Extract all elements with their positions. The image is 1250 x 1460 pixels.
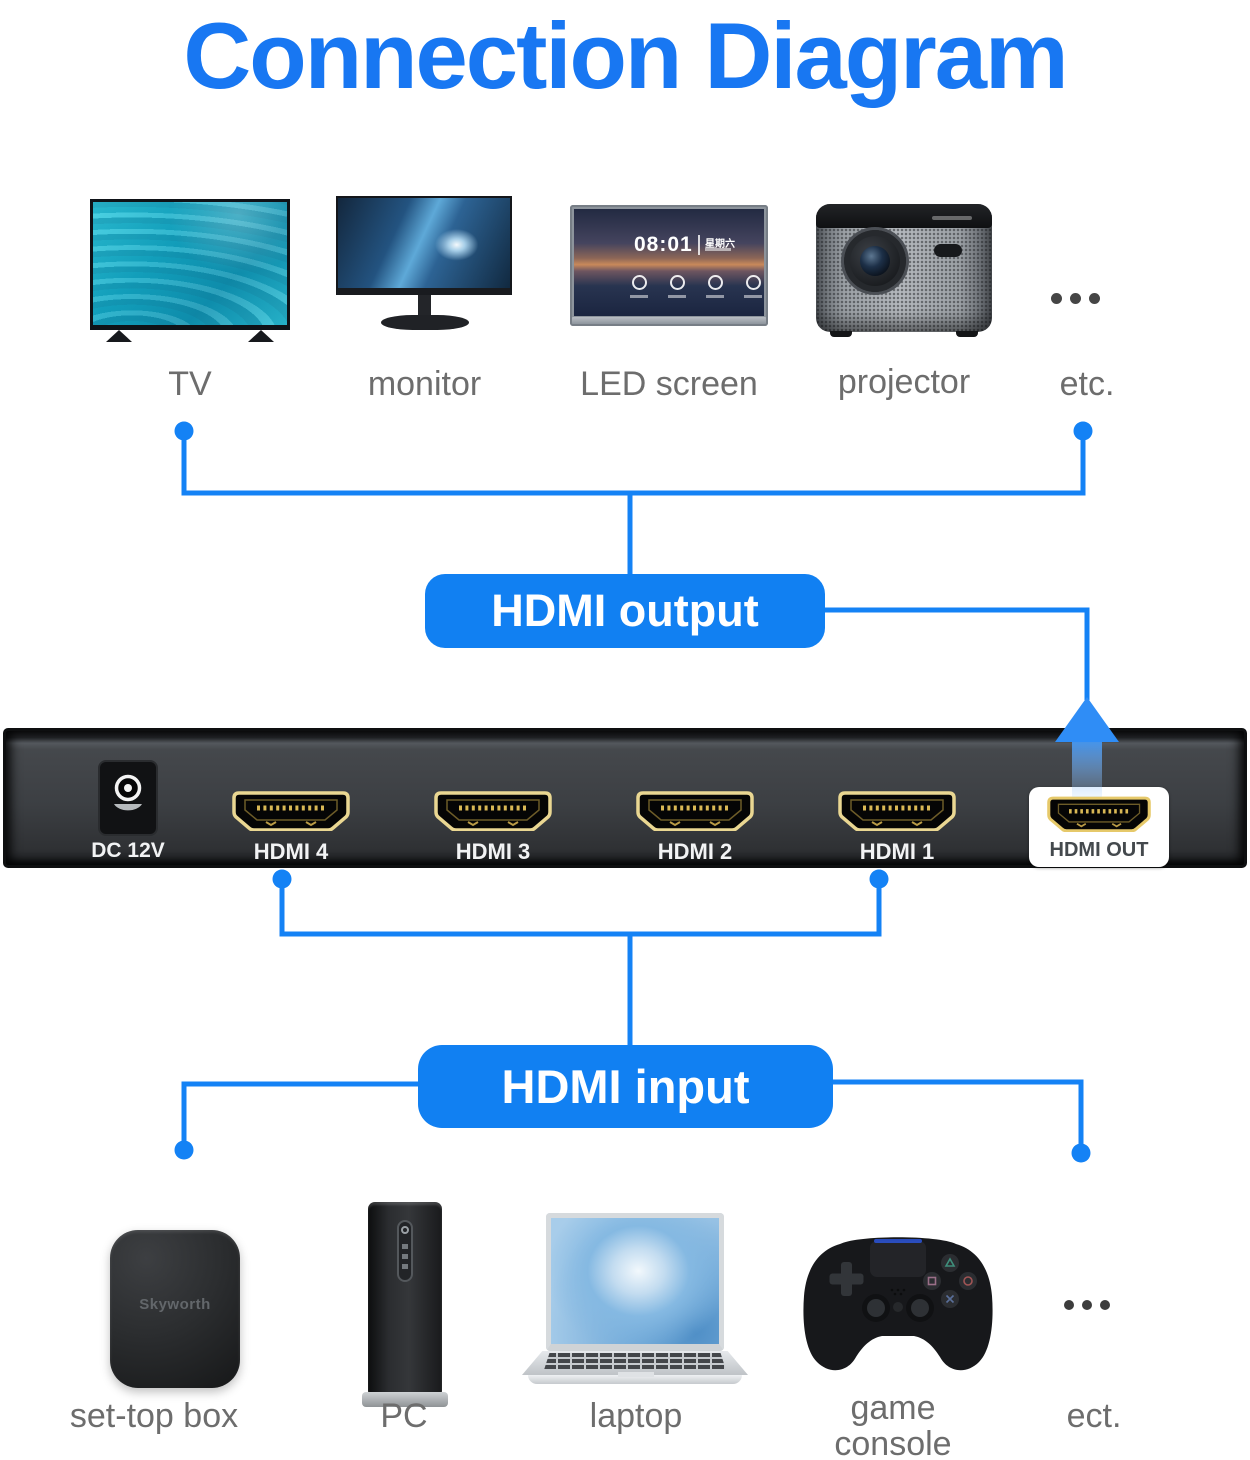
laptop-touchpad (618, 1372, 654, 1377)
hdmi1-label: HDMI 1 (859, 839, 935, 864)
led-app-label (630, 295, 648, 298)
hdmi-switch-panel: DC 12V HDMI 4 HDMI 3 HDMI 2 (3, 728, 1247, 868)
dc-power-jack (98, 760, 158, 836)
monitor-screen (336, 196, 512, 295)
led-bottom-bezel (572, 317, 766, 324)
pc-port (402, 1264, 408, 1269)
tv-image (90, 199, 290, 342)
set-top-box-brand: Skyworth (139, 1296, 211, 1313)
tv-label: TV (168, 365, 212, 403)
ellipsis-icon (1064, 1300, 1110, 1310)
hdmi-input-box: HDMI input (418, 1045, 833, 1128)
led-screen-image: 08:01 星期六 (570, 205, 768, 326)
led-app-label (668, 295, 686, 298)
hdmi2-label: HDMI 2 (657, 839, 733, 864)
projector-label: projector (837, 363, 971, 401)
led-app-icon (632, 275, 647, 290)
projector-logo (932, 216, 972, 220)
monitor-label: monitor (367, 365, 482, 403)
projector-lens (844, 230, 906, 292)
tv-foot-right (248, 330, 274, 342)
pc-tower-image (362, 1202, 448, 1408)
led-date-underline (705, 248, 731, 251)
led-date: 星期六 (705, 239, 735, 250)
laptop-front-edge (528, 1375, 742, 1384)
set-top-box-label: set-top box (69, 1397, 239, 1435)
laptop-keyboard (544, 1353, 726, 1370)
power-button-icon (401, 1226, 409, 1234)
hdmi3-label: HDMI 3 (455, 839, 531, 864)
led-app-icon (708, 275, 723, 290)
laptop-image (522, 1213, 748, 1395)
tv-screen (90, 199, 290, 330)
led-clock-divider (698, 235, 700, 255)
dc-power-label: DC 12V (91, 839, 165, 862)
hdmi-out-label: HDMI OUT (1049, 839, 1149, 861)
laptop-label: laptop (589, 1397, 683, 1435)
led-app-icon (746, 275, 761, 290)
monitor-image (336, 196, 512, 333)
tv-foot-left (106, 330, 132, 342)
hdmi4-label: HDMI 4 (253, 839, 329, 864)
laptop-screen (546, 1213, 724, 1351)
ellipsis-icon (1051, 293, 1100, 304)
pc-front-panel (397, 1220, 413, 1282)
projector-image (816, 204, 992, 337)
pc-port (402, 1254, 408, 1259)
projector-top (816, 204, 992, 228)
projector-foot (830, 331, 852, 337)
monitor-base (381, 315, 469, 330)
led-app-icon (670, 275, 685, 290)
ect-label: ect. (1066, 1397, 1122, 1435)
hdmi-port-1 (838, 791, 956, 831)
led-screen-content: 08:01 星期六 (574, 209, 764, 316)
hdmi-port-4 (232, 791, 350, 831)
pc-label: PC (380, 1397, 428, 1435)
hdmi-out-plate: HDMI OUT (1029, 787, 1169, 867)
hdmi-port-2 (636, 791, 754, 831)
led-app-label (706, 295, 724, 298)
led-app-label (744, 295, 762, 298)
game-controller-image (803, 1237, 993, 1371)
game-console-label: game console (834, 1389, 952, 1460)
monitor-stand (418, 295, 431, 317)
projector-foot (956, 331, 978, 337)
led-clock: 08:01 (634, 233, 693, 256)
hdmi-output-box: HDMI output (425, 574, 825, 648)
set-top-box-image: Skyworth (110, 1230, 240, 1388)
etc-label: etc. (1059, 365, 1115, 403)
projector-sensor (934, 244, 962, 257)
pc-stand (362, 1392, 448, 1407)
page-title: Connection Diagram (183, 3, 1068, 108)
hdmi-out-port (1047, 796, 1151, 832)
led-screen-label: LED screen (580, 365, 758, 403)
hdmi-port-3 (434, 791, 552, 831)
pc-port (402, 1244, 408, 1249)
